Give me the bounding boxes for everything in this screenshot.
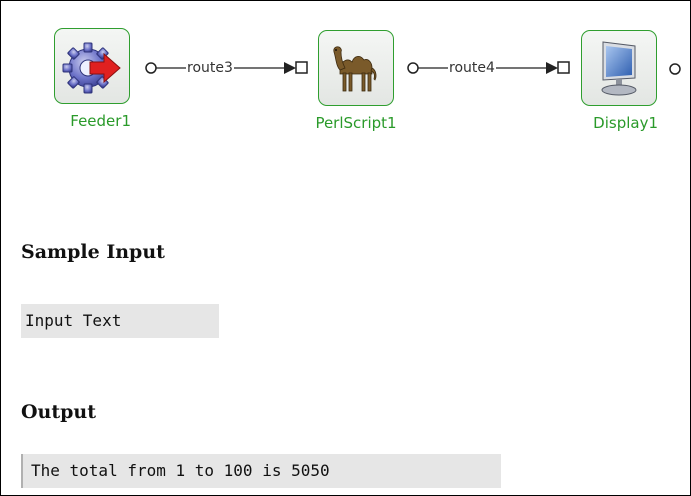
node-feeder-label: Feeder1 <box>70 112 131 130</box>
route-connector-4[interactable]: route4 <box>406 58 572 80</box>
route-4-label: route4 <box>448 60 496 76</box>
camel-icon <box>333 46 377 92</box>
sample-input-value: Input Text <box>21 304 219 338</box>
node-perlscript-label: PerlScript1 <box>315 114 397 132</box>
node-display[interactable]: Display1 <box>580 30 658 133</box>
node-perlscript-box[interactable] <box>318 30 394 106</box>
output-value: The total from 1 to 100 is 5050 <box>21 454 501 488</box>
node-display-label: Display1 <box>593 114 658 132</box>
node-display-box[interactable] <box>581 30 657 106</box>
node-perlscript[interactable]: PerlScript1 <box>315 30 397 133</box>
route-connector-3[interactable]: route3 <box>144 58 310 80</box>
monitor-icon <box>601 41 637 96</box>
output-heading: Output <box>21 401 97 423</box>
gear-arrow-icon <box>62 42 121 94</box>
sample-input-heading: Sample Input <box>21 241 165 263</box>
node-feeder[interactable]: Feeder1 <box>53 28 131 131</box>
display-output-port[interactable] <box>669 63 683 77</box>
node-feeder-box[interactable] <box>54 28 130 104</box>
route-3-label: route3 <box>186 60 234 76</box>
